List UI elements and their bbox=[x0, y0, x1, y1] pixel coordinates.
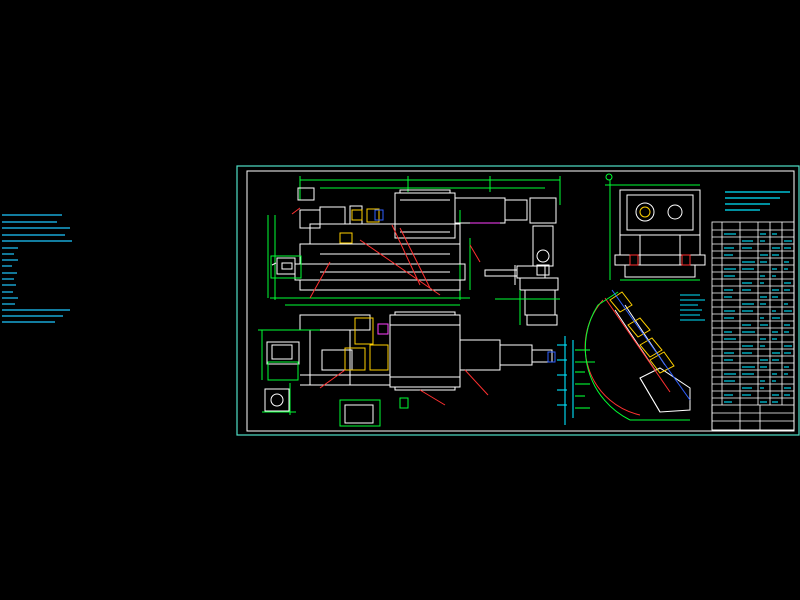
title-block bbox=[711, 404, 795, 431]
technical-notes-block bbox=[2, 214, 72, 323]
drawing-border bbox=[236, 165, 800, 436]
gearbox-end-view bbox=[605, 173, 706, 281]
annotation-column bbox=[557, 336, 595, 425]
inclined-shaft-assembly bbox=[584, 289, 691, 421]
machine-plan-view bbox=[258, 311, 556, 427]
parts-list-table bbox=[711, 191, 795, 431]
machine-elevation-view bbox=[267, 176, 561, 326]
legend-block bbox=[680, 294, 705, 321]
